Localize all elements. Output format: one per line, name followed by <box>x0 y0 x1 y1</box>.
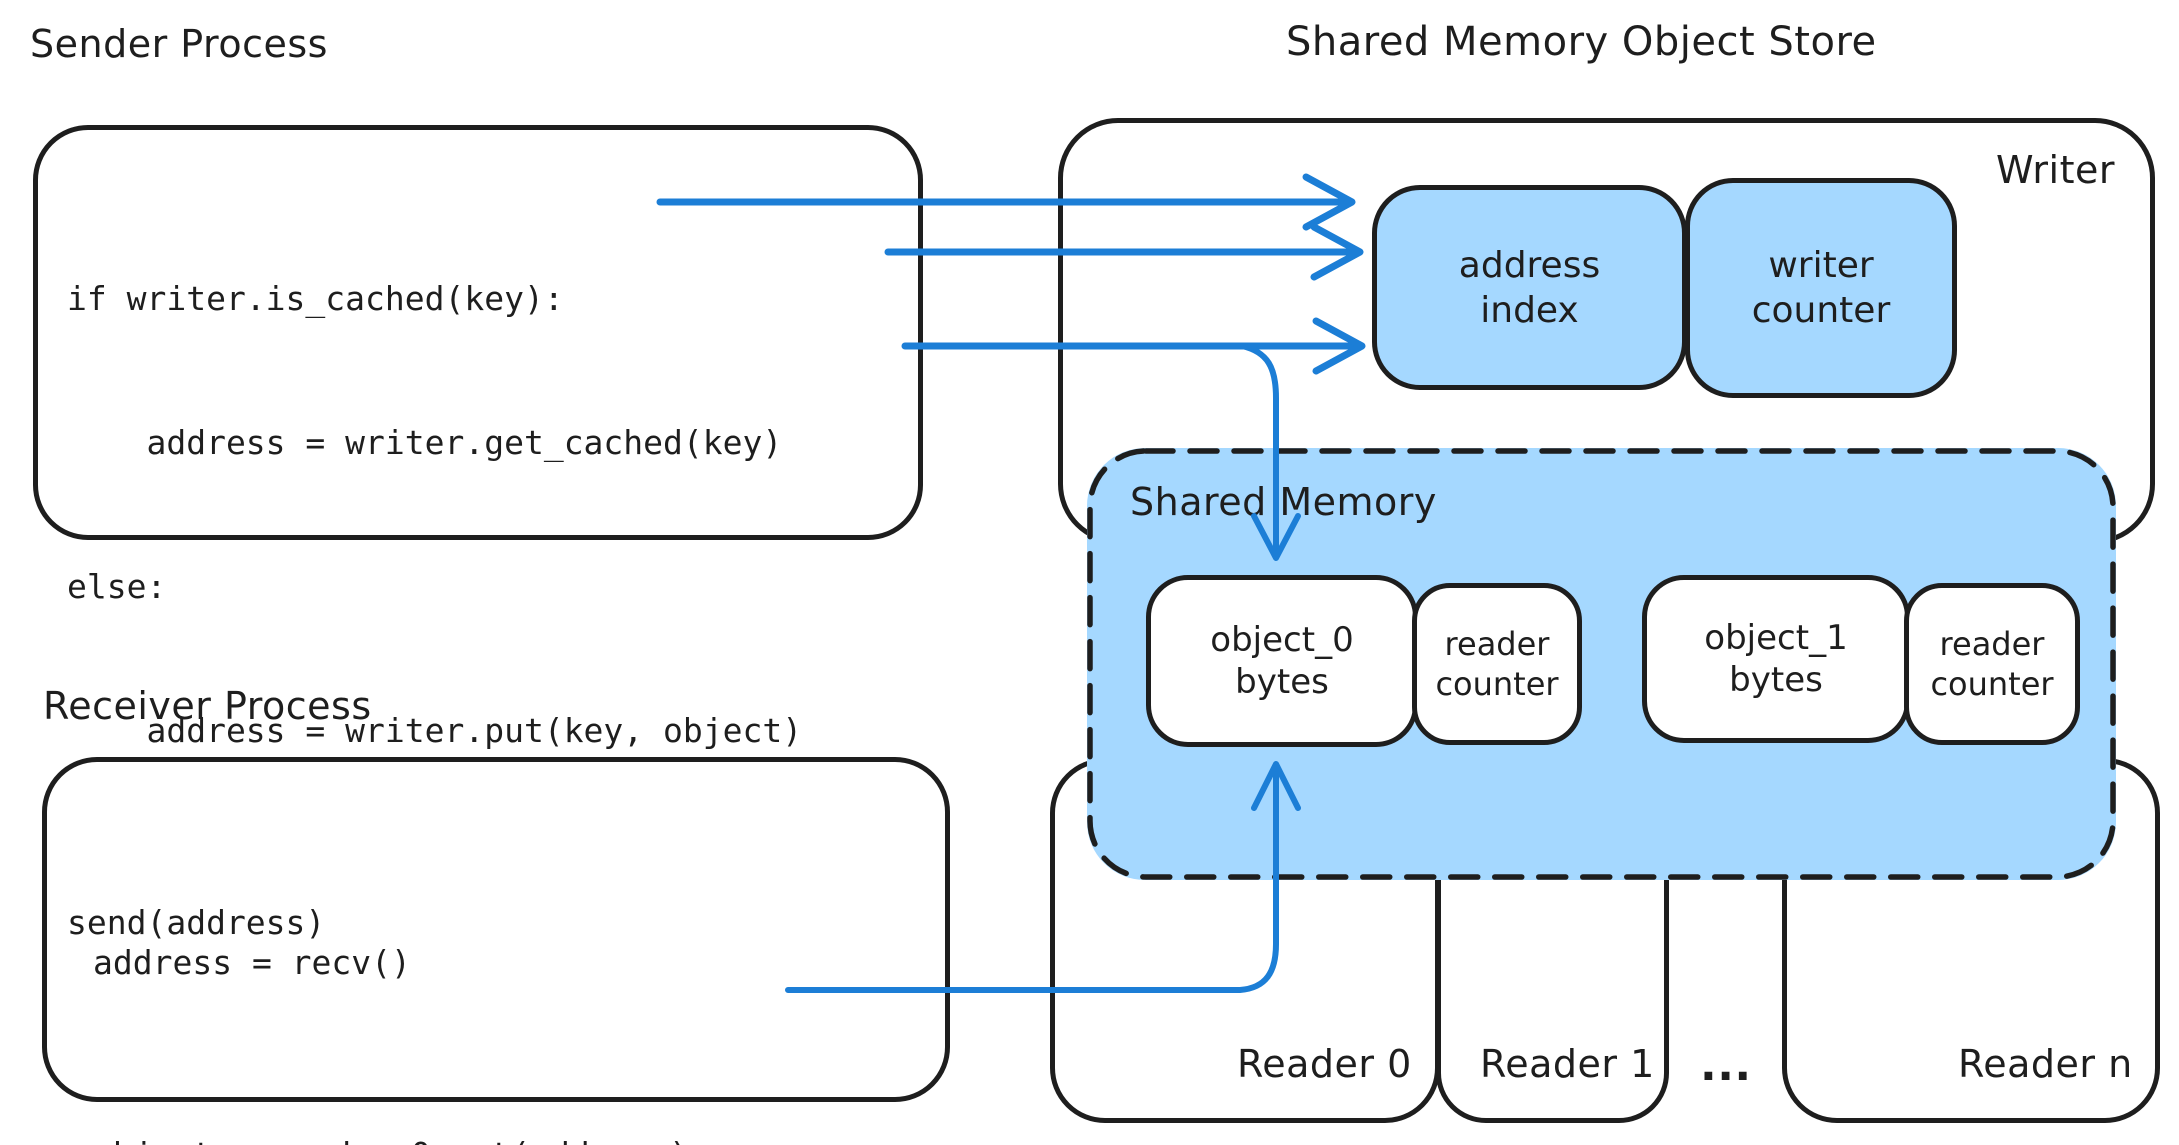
object-0-bytes-label: object_0 bytes <box>1210 619 1354 703</box>
sender-code-line: send(address) <box>67 903 326 942</box>
writer-label: Writer <box>1996 148 2115 192</box>
object-1-reader-counter-box: reader counter <box>1904 583 2080 745</box>
sender-code-block: if writer.is_cached(key): address = writ… <box>67 179 802 1043</box>
writer-counter-box: writer counter <box>1685 178 1957 398</box>
receiver-code-block: address = recv() object = reader_0.get(a… <box>93 843 689 1145</box>
sender-code-line: if writer.is_cached(key): <box>67 279 564 318</box>
address-index-box: address index <box>1372 185 1687 390</box>
receiver-code-line: object = reader_0.get(address) <box>93 1131 689 1145</box>
receiver-code-line: address = recv() <box>93 943 411 982</box>
address-index-label: address index <box>1458 244 1601 331</box>
reader-0-label: Reader 0 <box>1237 1042 1412 1086</box>
object-1-bytes-label: object_1 bytes <box>1704 617 1848 701</box>
object-0-reader-counter-label: reader counter <box>1435 625 1559 703</box>
store-title: Shared Memory Object Store <box>1286 19 1877 65</box>
sender-code-line: else: <box>67 567 167 606</box>
object-0-bytes-box: object_0 bytes <box>1146 575 1418 747</box>
receiver-process-label: Receiver Process <box>43 684 372 728</box>
reader-1-label: Reader 1 <box>1480 1042 1655 1086</box>
reader-n-label: Reader n <box>1958 1042 2133 1086</box>
object-1-bytes-box: object_1 bytes <box>1642 575 1910 743</box>
sender-process-box <box>33 125 923 540</box>
writer-counter-label: writer counter <box>1751 245 1891 331</box>
shared-memory-label: Shared Memory <box>1130 480 1437 524</box>
sender-code-line: address = writer.put(key, object) <box>67 711 803 750</box>
readers-ellipsis: ... <box>1700 1040 1752 1091</box>
sender-code-line: address = writer.get_cached(key) <box>67 423 783 462</box>
sender-process-label: Sender Process <box>30 22 328 66</box>
object-1-reader-counter-label: reader counter <box>1930 625 2054 703</box>
shared-memory-dashed-border <box>1087 448 2116 880</box>
object-0-reader-counter-box: reader counter <box>1412 583 1582 745</box>
